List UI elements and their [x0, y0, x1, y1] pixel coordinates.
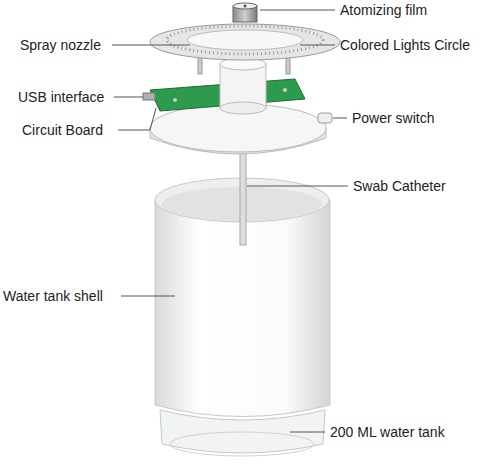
part-label: 200 ML water tank — [330, 424, 445, 440]
leader-lines — [112, 10, 348, 432]
part-label: Power switch — [352, 110, 434, 126]
part-label: Swab Catheter — [353, 178, 446, 194]
part-label: USB interface — [18, 89, 104, 105]
part-label: Colored Lights Circle — [340, 37, 470, 53]
part-label: Spray nozzle — [20, 37, 101, 53]
part-label: Water tank shell — [3, 288, 103, 304]
part-label: Atomizing film — [340, 2, 427, 18]
part-label: Circuit Board — [22, 122, 103, 138]
